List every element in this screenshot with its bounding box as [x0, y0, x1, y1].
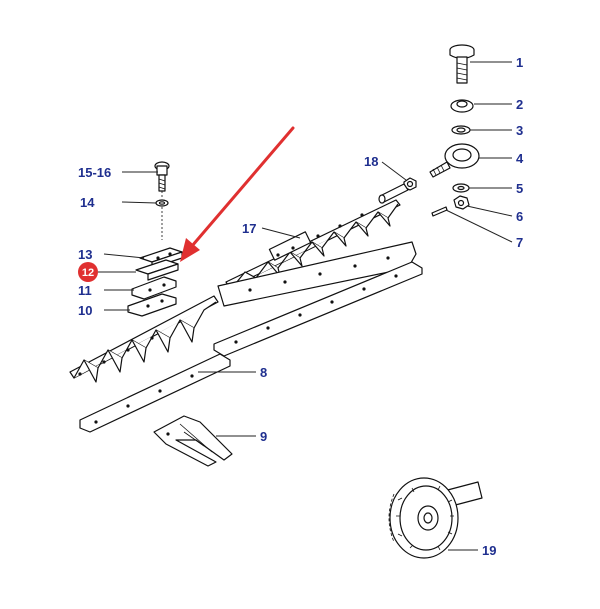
part-18-nut: [403, 177, 417, 191]
callout-6: 6: [516, 209, 523, 224]
part-2-nut: [450, 99, 474, 113]
part-11-clip: [131, 276, 177, 300]
callout-12-highlight: 12: [78, 262, 136, 282]
part-1-bolt: [449, 44, 475, 84]
part-lower-knife-sections: [69, 295, 219, 383]
callout-19: 19: [482, 543, 496, 558]
callout-18: 18: [364, 154, 378, 169]
callout-4: 4: [516, 151, 524, 166]
part-middle-bar: [213, 261, 423, 357]
part-3-washer: [451, 125, 471, 135]
callout-15-16: 15-16: [78, 165, 111, 180]
part-7-pin: [431, 206, 448, 217]
callout-7: 7: [516, 235, 523, 250]
callout-8: 8: [260, 365, 267, 380]
part-14-washer: [155, 199, 169, 207]
callout-13: 13: [78, 247, 92, 262]
part-4-eye-bearing: [429, 143, 480, 178]
part-12-clip: [135, 259, 179, 281]
part-6-hex-nut: [453, 195, 470, 210]
callout-labels: 1 2 3 4 5 6 7 8 9 10 11 13 14 15-16 17 1…: [78, 55, 524, 558]
callout-10: 10: [78, 303, 92, 318]
part-9-guard-finger: [153, 415, 233, 467]
callout-9: 9: [260, 429, 267, 444]
part-8-flat-bar: [79, 353, 231, 433]
part-15-16-bolt: [154, 161, 170, 192]
callout-3: 3: [516, 123, 523, 138]
callout-2: 2: [516, 97, 523, 112]
callout-11: 11: [78, 283, 92, 298]
highlight-arrow: [180, 126, 295, 262]
callout-12: 12: [82, 267, 94, 279]
callout-5: 5: [516, 181, 523, 196]
part-guard-strip: [217, 241, 417, 307]
callout-17: 17: [242, 221, 256, 236]
part-5-washer: [452, 183, 470, 193]
callout-14: 14: [80, 195, 95, 210]
callout-1: 1: [516, 55, 523, 70]
part-10-clip: [127, 293, 177, 317]
leader-lines: [103, 61, 513, 551]
part-19-pulley: [388, 477, 483, 559]
